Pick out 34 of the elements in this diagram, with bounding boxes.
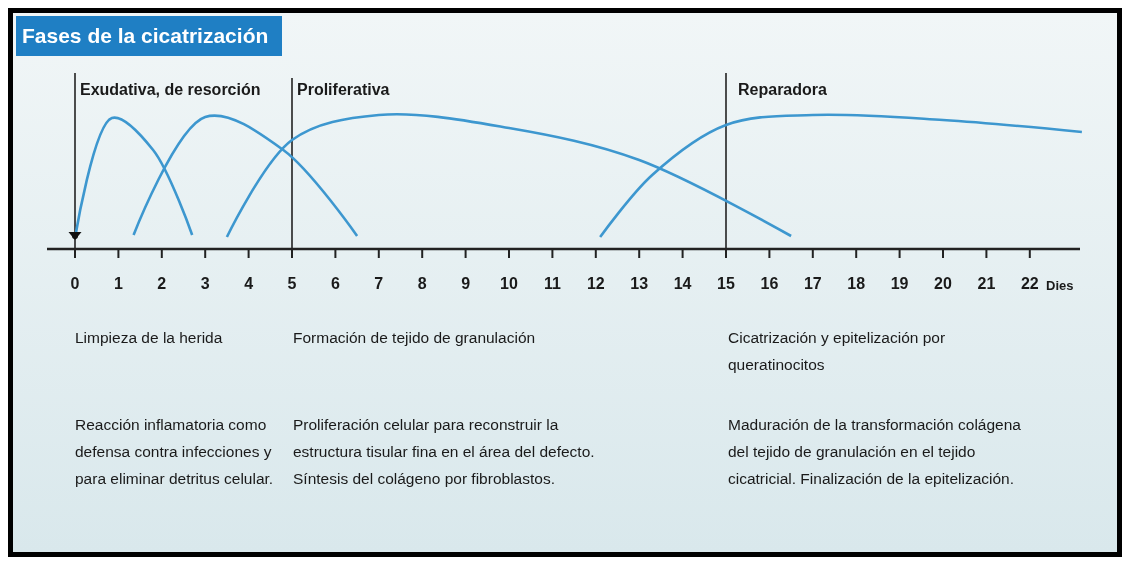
step-title: Cicatrización y epitelización por queratinocitos — [728, 328, 947, 375]
tick-label: 1 — [113, 274, 123, 294]
title-banner: Fases de la cicatrización — [16, 16, 283, 56]
tick-label: 12 — [586, 274, 605, 294]
phase-description: Maduración de la transformación colágena del tejido de granulación en el tejido cicatricial. Finalización de la epitelización. — [728, 415, 1022, 489]
tick-label: 0 — [70, 274, 80, 294]
tick-label: 10 — [500, 274, 518, 294]
tick-label: 14 — [673, 274, 692, 294]
tick-label: 9 — [461, 274, 471, 294]
step-title: Formación de tejido de granulación — [293, 328, 537, 348]
tick-label: 13 — [630, 274, 649, 294]
tick-label: 8 — [417, 274, 427, 294]
tick-label: 4 — [244, 274, 254, 294]
tick-label: 5 — [287, 274, 297, 294]
tick-label: 16 — [760, 274, 779, 294]
tick-label: 15 — [717, 274, 735, 294]
tick-label: 19 — [890, 274, 909, 294]
phase-name: Exudativa, de resorción — [80, 80, 262, 100]
tick-label: 17 — [803, 274, 822, 294]
tick-label: 7 — [374, 274, 384, 294]
phase-description: Proliferación celular para reconstruir la estructura tisular fina en el área del defecto. Síntesis del colágeno por fibroblastos. — [293, 415, 596, 489]
tick-label: 22 — [1020, 274, 1039, 294]
tick-label: 3 — [200, 274, 210, 294]
axis-unit: Dies — [1046, 277, 1074, 295]
tick-label: 2 — [157, 274, 167, 294]
tick-label: 6 — [330, 274, 340, 294]
tick-label: 21 — [977, 274, 996, 294]
tick-label: 11 — [543, 274, 561, 294]
tick-label: 20 — [934, 274, 952, 294]
phase-name: Proliferativa — [297, 80, 391, 100]
step-title: Limpieza de la herida — [75, 328, 224, 348]
phase-name: Reparadora — [738, 80, 828, 100]
phase-description: Reacción inflamatoria como defensa contra infecciones y para eliminar detritus celular. — [75, 415, 275, 489]
tick-label: 18 — [847, 274, 866, 294]
